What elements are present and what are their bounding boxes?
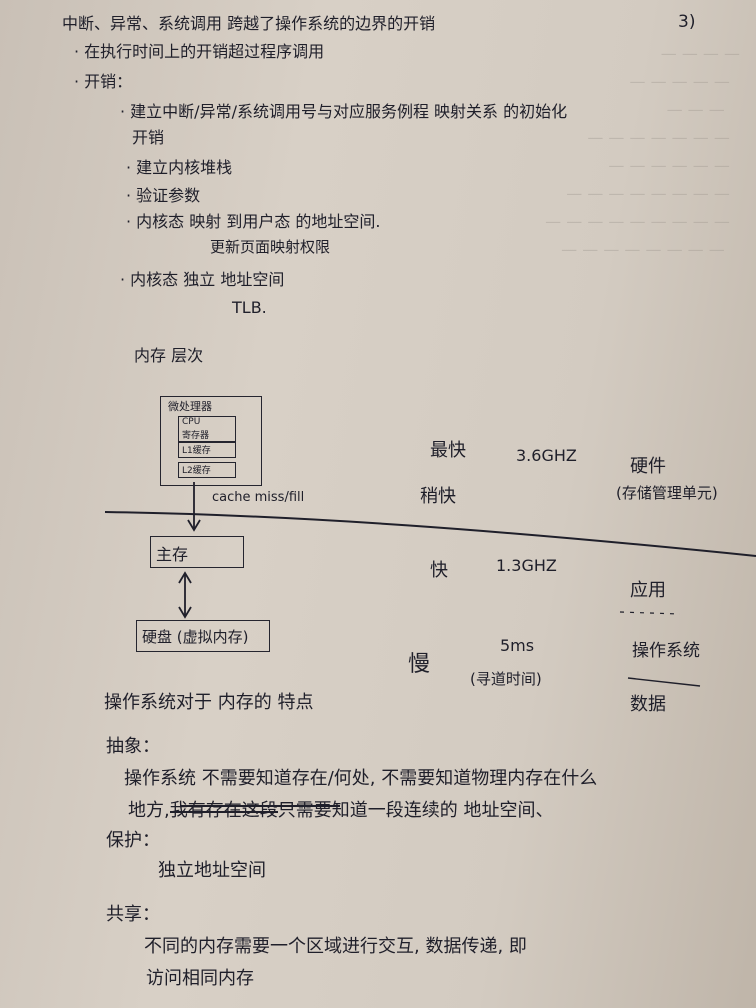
line-7: · 内核态 映射 到用户态 的地址空间. — [126, 212, 381, 231]
abstract-line-1: 操作系统 不需要知道存在/何处, 不需要知道物理内存在什么 — [124, 768, 598, 789]
abstract-line-2: 地方,我有存在这段只需要知道一段连续的 地址空间、 — [128, 796, 553, 822]
freq-mem: 1.3GHZ — [496, 556, 557, 575]
line-4b: 开销 — [132, 128, 165, 147]
level-divider-line — [104, 511, 756, 557]
cache-arrow-head — [187, 519, 201, 532]
l2-box — [178, 462, 236, 478]
mmu-label: (存储管理单元) — [616, 484, 718, 502]
line-8: · 内核态 独立 地址空间 — [120, 270, 285, 289]
line-2: · 在执行时间上的开销超过程序调用 — [74, 42, 325, 61]
freq-cpu: 3.6GHZ — [516, 446, 577, 465]
l1-box — [178, 442, 236, 458]
memory-disk-arrow-head-up — [178, 571, 192, 584]
share-line-2: 访问相同内存 — [146, 968, 254, 989]
speed-slow: 慢 — [408, 652, 431, 677]
abstract-line-2a: 地方, — [128, 800, 170, 821]
cpu-label: CPU — [182, 417, 201, 427]
abstract-line-2b: 只需要知道一段连续的 地址空间、 — [277, 800, 554, 821]
l2-label: L2缓存 — [182, 466, 211, 476]
cpu-detail: 寄存器 — [182, 431, 210, 441]
speed-faster: 稍快 — [420, 486, 456, 507]
data-label: 数据 — [630, 694, 666, 715]
line-4: · 建立中断/异常/系统调用号与对应服务例程 映射关系 的初始化 — [120, 102, 568, 121]
share-line-1: 不同的内存需要一个区域进行交互, 数据传递, 即 — [144, 936, 527, 957]
page-number: 3) — [678, 12, 696, 32]
line-1: 中断、异常、系统调用 跨越了操作系统的边界的开销 — [62, 14, 436, 33]
memory-disk-arrow-head-down — [178, 606, 192, 619]
app-label: 应用 — [630, 580, 666, 601]
diagram-title: 内存 层次 — [134, 346, 204, 365]
protect-heading: 保护： — [106, 830, 160, 851]
line-7b: 更新页面映射权限 — [210, 238, 331, 256]
speed-fastest: 最快 — [430, 440, 466, 461]
cache-label: cache miss/fill — [212, 490, 305, 505]
line-8b: TLB. — [232, 298, 267, 317]
line-3: · 开销： — [74, 72, 133, 91]
os-label: 操作系统 — [632, 641, 700, 661]
cpu-chip-label: 微处理器 — [168, 400, 212, 413]
main-memory-label: 主存 — [156, 545, 189, 564]
protect-line-1: 独立地址空间 — [158, 860, 266, 881]
disk-box — [136, 620, 270, 652]
hardware-label: 硬件 — [630, 456, 666, 477]
disk-label: 硬盘 (虚拟内存) — [142, 628, 249, 646]
disk-time: 5ms — [500, 636, 535, 655]
abstract-heading: 抽象： — [106, 736, 160, 757]
seek-label: (寻道时间) — [470, 670, 542, 688]
line-6: · 验证参数 — [126, 186, 201, 205]
speed-fast: 快 — [430, 560, 448, 581]
main-memory-box — [150, 536, 244, 568]
line-5: · 建立内核堆栈 — [126, 158, 233, 177]
cpu-chip-box — [160, 396, 262, 486]
l1-label: L1缓存 — [182, 446, 211, 456]
cpu-box — [178, 416, 236, 442]
os-features-heading: 操作系统对于 内存的 特点 — [104, 692, 314, 713]
abstract-crossed-out: 我有存在这段 — [169, 800, 278, 821]
share-heading: 共享： — [106, 904, 160, 925]
